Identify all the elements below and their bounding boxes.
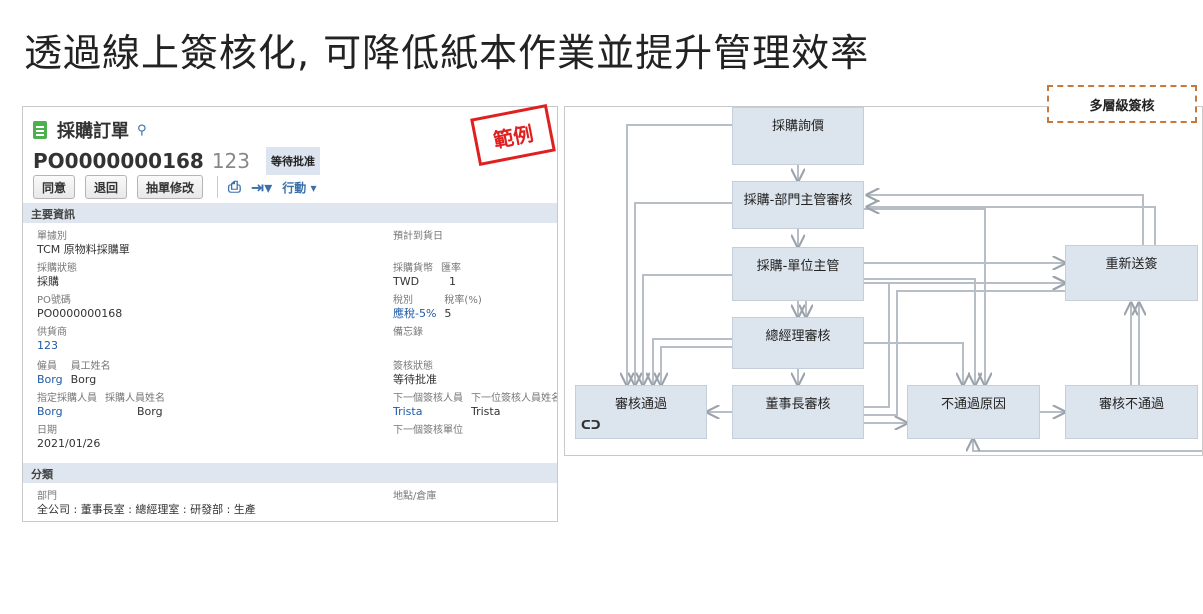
- section-main-info: 主要資訊: [23, 203, 557, 223]
- buyer-link[interactable]: Borg: [37, 405, 63, 418]
- field-supplier: 供貨商 123: [37, 327, 67, 352]
- field-buyer: 指定採購人員 Borg 採購人員姓名 Borg: [37, 393, 165, 418]
- node-dept-head: 採購-部門主管審核: [732, 181, 864, 229]
- status-badge: 等待批准: [266, 147, 321, 175]
- arrow-resend-to-dept-2: [867, 207, 1156, 245]
- multi-level-approval-badge: 多層級簽核: [1047, 85, 1197, 123]
- field-next-unit: 下一個簽核單位: [393, 425, 463, 436]
- node-chairman: 董事長審核: [732, 385, 864, 439]
- workflow-connectors: [565, 124, 1202, 452]
- section-classification: 分類: [23, 463, 557, 483]
- search-icon[interactable]: ⚲: [137, 122, 147, 138]
- employee-link[interactable]: Borg: [37, 373, 63, 386]
- next-approver-link[interactable]: Trista: [393, 405, 423, 418]
- loop-icon: ᑕᑐ: [581, 418, 601, 432]
- print-icon[interactable]: ⎙: [228, 177, 241, 196]
- record-type-title: 採購訂單: [57, 121, 129, 142]
- tax-type-link[interactable]: 應稅-5%: [393, 307, 437, 320]
- field-next-approver: 下一個簽核人員 Trista 下一位簽核人員姓名 Trista: [393, 393, 558, 418]
- node-unit-head: 採購-單位主管: [732, 247, 864, 301]
- node-reject-reason: 不通過原因: [907, 385, 1040, 439]
- approve-button[interactable]: 同意: [33, 175, 76, 199]
- arrow-dept-to-approved: [635, 202, 732, 385]
- return-button[interactable]: 退回: [85, 175, 128, 199]
- node-approved: 審核通過: [575, 385, 707, 439]
- record-id-row: PO0000000168 123 等待批准: [33, 147, 321, 175]
- record-header: 採購訂單 ⚲: [33, 117, 147, 143]
- field-po-no: PO號碼 PO0000000168: [37, 295, 123, 320]
- field-date: 日期 2021/01/26: [37, 425, 101, 450]
- field-employee: 僱員 Borg 員工姓名 Borg: [37, 361, 111, 386]
- field-location: 地點/倉庫: [393, 491, 437, 502]
- arrow-gm-to-approved: [653, 338, 732, 385]
- node-rejected: 審核不通過: [1065, 385, 1198, 439]
- field-form-type: 單據別 TCM 原物料採購單: [37, 231, 130, 256]
- arrow-unit-to-reject: [864, 278, 975, 385]
- purchase-order-panel: 採購訂單 ⚲ PO0000000168 123 等待批准 同意 退回 抽單修改 …: [22, 106, 558, 522]
- po-number: PO0000000168: [33, 149, 204, 173]
- arrow-gm-to-approved-2: [661, 346, 732, 385]
- field-expected-date: 預計到貨日: [393, 231, 443, 242]
- supplier-link[interactable]: 123: [37, 339, 58, 352]
- arrow-bottom-return: [973, 439, 1202, 452]
- vendor-code: 123: [211, 149, 251, 173]
- field-department: 部門 全公司 : 董事長室 : 總經理室 : 研發部 : 生產: [37, 491, 256, 516]
- export-icon[interactable]: ⇥▾: [250, 177, 273, 197]
- arrow-unit-to-approved: [643, 274, 732, 385]
- actions-menu[interactable]: 行動 ▾: [282, 180, 317, 195]
- arrow-inquiry-to-approved: [627, 124, 732, 385]
- workflow-diagram: 採購詢價 採購-部門主管審核 採購-單位主管 總經理審核 董事長審核 審核通過 …: [564, 106, 1203, 456]
- withdraw-edit-button[interactable]: 抽單修改: [137, 175, 204, 199]
- node-inquiry: 採購詢價: [732, 107, 864, 165]
- node-gm-review: 總經理審核: [732, 317, 864, 369]
- field-memo: 備忘錄: [393, 327, 423, 338]
- field-approval-status: 簽核狀態 等待批准: [393, 361, 437, 386]
- arrow-dept-to-reject: [864, 208, 985, 385]
- field-tax: 稅別 應稅-5% 稅率(%) 5: [393, 295, 482, 320]
- field-purchase-status: 採購狀態 採購: [37, 263, 77, 288]
- slide-title: 透過線上簽核化, 可降低紙本作業並提升管理效率: [24, 31, 870, 75]
- arrow-chairman-to-resend: [864, 283, 1065, 408]
- toolbar-divider: [217, 176, 219, 198]
- toolbar: 同意 退回 抽單修改 ⎙ ⇥▾ 行動 ▾: [33, 175, 317, 199]
- arrow-gm-to-reject: [864, 342, 963, 385]
- field-currency: 採購貨幣 TWD 匯率 1: [393, 263, 461, 288]
- arrow-resend-to-dept: [867, 195, 1144, 245]
- document-icon: [33, 121, 47, 139]
- node-resend: 重新送簽: [1065, 245, 1198, 301]
